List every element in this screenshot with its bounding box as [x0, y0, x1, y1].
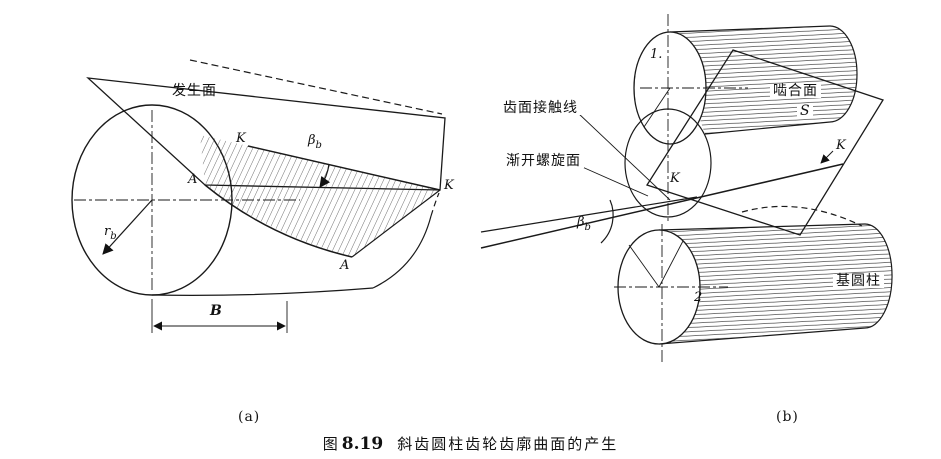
- helix-angle-label-a: βb: [308, 133, 322, 152]
- cylinder-bottom-edge-a: [151, 287, 374, 296]
- helix-angle-arc-b: [600, 199, 614, 244]
- helix-angle-arc-a: [319, 163, 331, 188]
- contact-line-label: 齿面接触线: [500, 101, 581, 115]
- meshing-plane-label: 啮合面: [770, 84, 821, 98]
- axis-reference-line: [480, 196, 698, 233]
- gear1-bottom-edge: [704, 121, 831, 135]
- base-cylinder-label: 基圆柱: [833, 274, 884, 288]
- gear2-radius-line-2: [658, 240, 684, 288]
- point-k-left-label-a: K: [236, 131, 246, 146]
- point-a-right-label-a: A: [340, 258, 350, 273]
- sublabel-b: (b): [776, 409, 799, 425]
- generating-line-kk: [247, 145, 441, 191]
- gear2-cylinder-body: [659, 224, 893, 344]
- figure-a-drawing: [71, 59, 446, 333]
- gear2-number-label: 2: [694, 290, 703, 305]
- sublabel-a: (a): [238, 409, 261, 425]
- base-helix-aa: [204, 184, 353, 258]
- k-point-arrow: [820, 150, 834, 164]
- helicoid-leader: [579, 165, 649, 197]
- contact-line-kk: [480, 163, 844, 249]
- helix-angle-label-b: βb: [577, 215, 591, 234]
- generating-plane-label: 发生面: [172, 83, 217, 99]
- point-k-right-label-b: K: [836, 138, 846, 153]
- base-radius-label: rb: [104, 224, 117, 243]
- point-k-right-label-a: K: [444, 178, 454, 193]
- gear1-number-label: 1.: [650, 47, 663, 62]
- caption-title: 斜齿圆柱齿轮齿廓曲面的产生: [397, 435, 619, 453]
- cylinder-far-end-hidden-a: [430, 192, 440, 217]
- gear2-radius-line-1: [628, 244, 660, 288]
- caption-fig-word: 图: [322, 435, 338, 453]
- point-a-left-label-a: A: [188, 172, 198, 187]
- helicoid-right-edge: [351, 189, 441, 258]
- cylinder-far-end-arc-a: [372, 215, 432, 289]
- gear1-radius-line: [643, 87, 671, 128]
- point-k-mid-label-b: K: [670, 171, 680, 186]
- contact-line-leader: [577, 112, 671, 201]
- base-radius-line: [102, 199, 153, 255]
- gear1-top-edge: [669, 25, 831, 33]
- gear2-far-end-arc: [864, 223, 893, 329]
- face-width-label: B: [210, 303, 222, 319]
- generating-plane-hidden-edge: [189, 59, 443, 115]
- meshing-plane-symbol: S: [797, 104, 813, 118]
- gear1-far-end-arc: [829, 25, 858, 123]
- gear2-helicoid-hidden-curve: [741, 205, 863, 227]
- caption-fig-number: 8.19: [341, 434, 384, 454]
- meshing-plane: [646, 49, 884, 236]
- involute-helicoid-surface: [200, 135, 440, 257]
- gear2-top-edge: [658, 223, 866, 231]
- gear2-bottom-edge: [658, 327, 866, 345]
- helicoid-label: 渐开螺旋面: [503, 154, 584, 168]
- figure-b-drawing: [480, 14, 893, 362]
